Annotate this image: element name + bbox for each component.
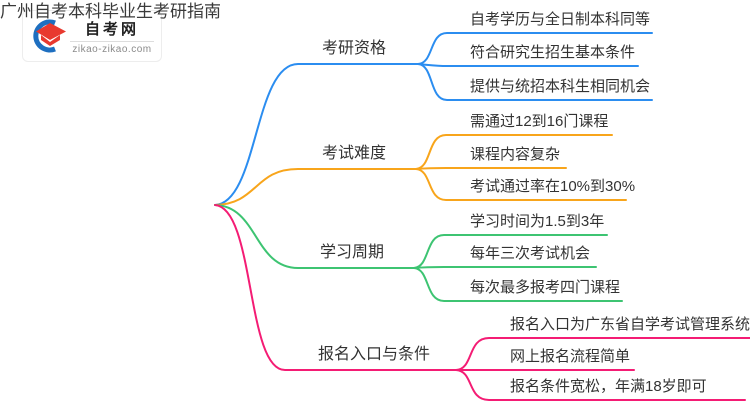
leaf-line [415, 167, 567, 170]
leaf-node: 自考学历与全日制本科同等 [470, 11, 651, 28]
leaf-node: 考试通过率在10%到30% [470, 178, 636, 195]
branch-node-kaoyan-zige: 考研资格 [322, 40, 387, 57]
leaf-node: 报名入口为广东省自学考试管理系统 [510, 316, 750, 333]
leaf-node: 需通过12到16门课程 [470, 113, 609, 130]
leaf-line [415, 168, 627, 201]
branch-lines-kaoshi-nandu [214, 134, 627, 206]
leaf-line [413, 267, 623, 302]
leaf-node: 符合研究生招生基本条件 [470, 44, 636, 61]
mindmap-root-node: 广州自考本科毕业生考研指南 [0, 2, 221, 21]
leaf-node: 每次最多报考四门课程 [470, 279, 621, 296]
branch-node-kaoshi-nandu: 考试难度 [322, 145, 387, 162]
logo-text-block: 自考网 zikao-zikao.com [69, 18, 155, 55]
branch-node-baoming-rukou: 报名入口与条件 [318, 346, 431, 363]
branch-trunk-line [214, 204, 457, 371]
leaf-node: 提供与统招本科生相同机会 [470, 78, 651, 95]
leaf-line [455, 337, 750, 371]
leaf-line [413, 266, 597, 269]
branch-trunk-line [214, 63, 419, 206]
leaf-line [455, 369, 746, 401]
site-logo[interactable]: 自考网 zikao-zikao.com [22, 10, 162, 62]
leaf-line [417, 32, 653, 65]
leaf-line [415, 134, 613, 170]
leaf-line [417, 63, 653, 101]
branch-trunk-line [214, 204, 415, 269]
leaf-line [413, 234, 608, 269]
branch-lines-kaoyan-zige [214, 32, 653, 206]
logo-subtitle: zikao-zikao.com [72, 43, 152, 55]
branch-node-xuexi-zhouqi: 学习周期 [320, 244, 385, 261]
leaf-node: 学习时间为1.5到3年 [470, 213, 605, 230]
leaf-node: 网上报名流程简单 [510, 348, 631, 365]
leaf-node: 每年三次考试机会 [470, 245, 591, 262]
leaf-node: 报名条件宽松，年满18岁即可 [510, 378, 707, 395]
logo-divider [70, 40, 154, 42]
branch-lines-baoming-rukou [214, 204, 750, 401]
leaf-node: 课程内容复杂 [470, 146, 561, 163]
logo-title: 自考网 [84, 20, 139, 38]
leaf-line [417, 63, 639, 67]
graduation-cap-icon [33, 19, 66, 53]
branch-trunk-line [214, 168, 417, 206]
branch-lines-xuexi-zhouqi [214, 204, 623, 302]
